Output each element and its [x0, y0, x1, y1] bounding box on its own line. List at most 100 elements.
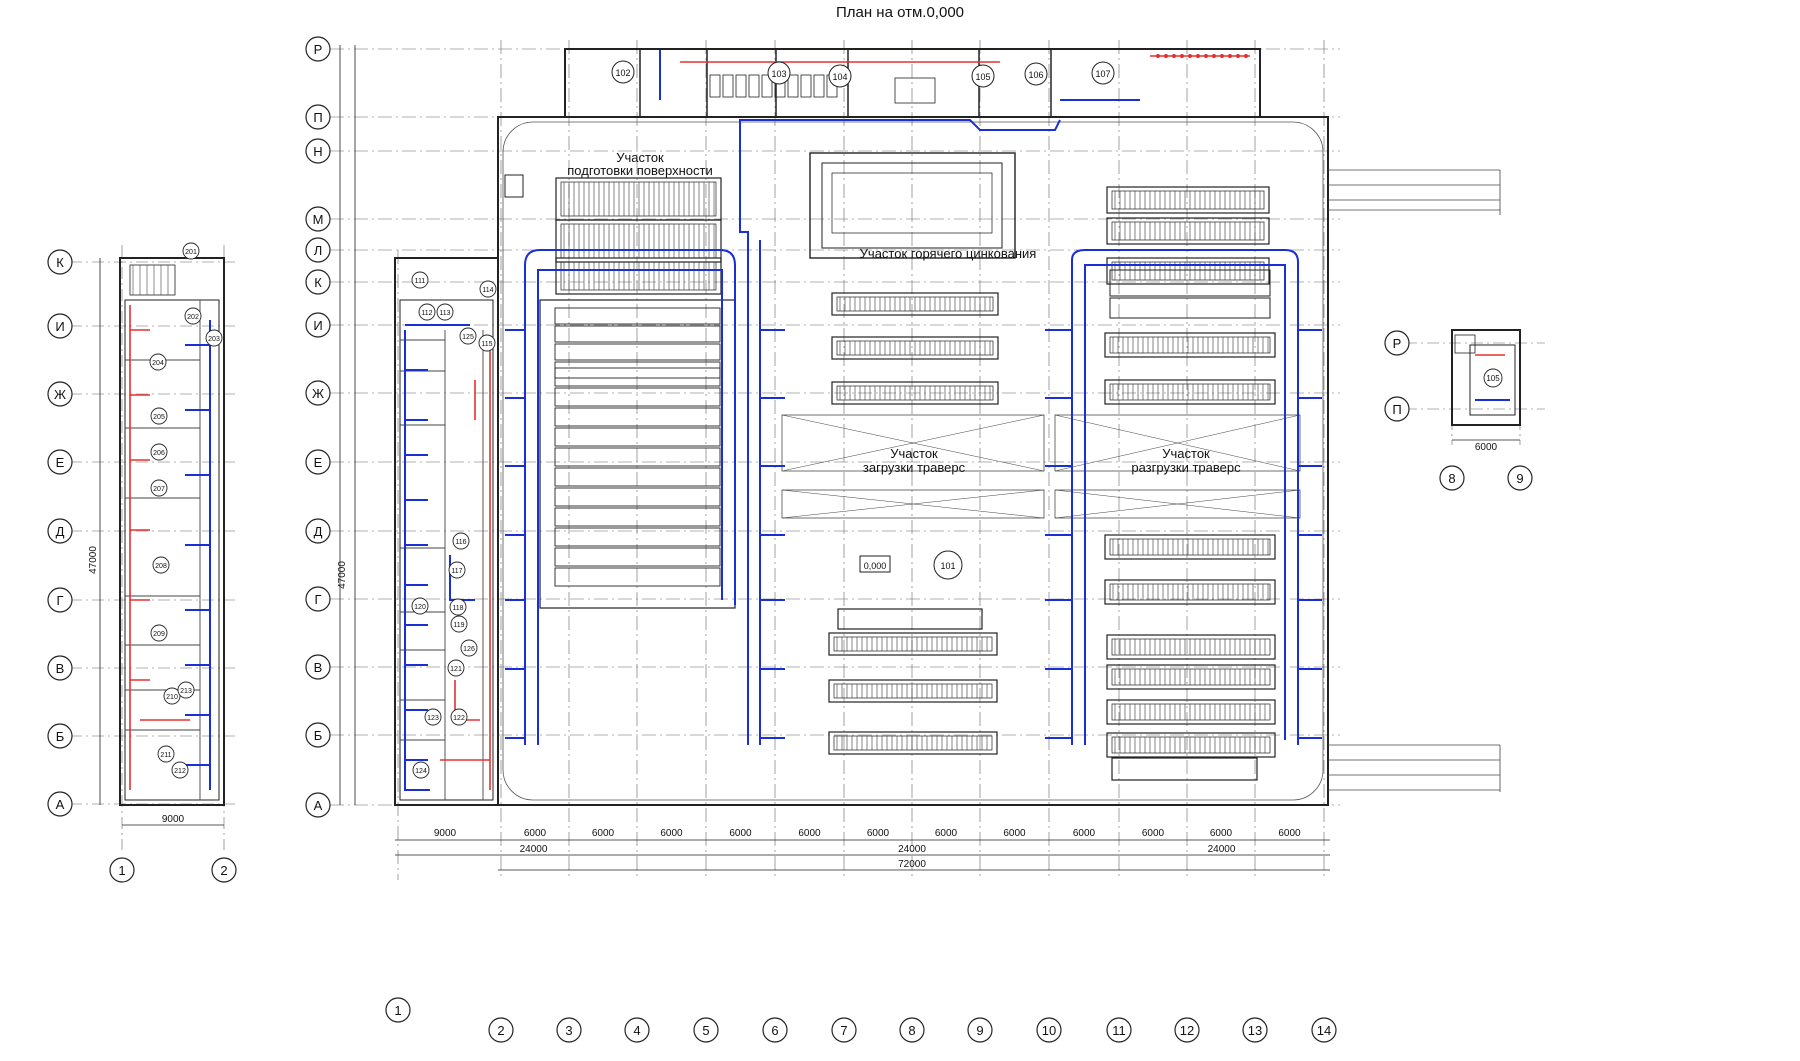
axis-left-row-6-label: Г: [56, 593, 63, 608]
axis-main-row-11-label: Г: [314, 592, 321, 607]
dim-bay-1: 6000: [524, 828, 547, 839]
dim-bay-3: 6000: [660, 828, 683, 839]
room-104-label: 104: [832, 72, 847, 82]
left-dim-width: 9000: [162, 814, 185, 825]
axis-right-col-1-label: 8: [1448, 471, 1455, 486]
room-circle-2: [611, 60, 635, 84]
dim-total-1: 24000: [520, 844, 548, 855]
pipe-fitting-4: [1188, 54, 1192, 58]
unload-rack-top-3: [1106, 257, 1270, 285]
axis-main-row-5-circle: [305, 237, 331, 263]
pipe-fitting-9: [1228, 54, 1232, 58]
annex-room-circle-117: [448, 561, 466, 579]
galv-area-outer: [809, 152, 1016, 259]
prep-rack-2: [555, 219, 722, 263]
elevation-label: 0,000: [864, 561, 887, 571]
right-room-label: 105: [1486, 374, 1500, 383]
annex-room-circle-113: [436, 303, 454, 321]
air-unit-5: [761, 74, 773, 98]
pipe-fitting-2: [1172, 54, 1176, 58]
left-room-205: 205: [153, 414, 165, 421]
galv-bath: [831, 172, 993, 234]
axis-main-row-3-label: Н: [313, 144, 322, 159]
axis-left-col-2-label: 2: [220, 863, 227, 878]
elevation-box: [859, 555, 891, 573]
left-room-201: 201: [185, 249, 197, 256]
axis-main-row-4-label: М: [313, 212, 324, 227]
load-rack-low-3-inner: [833, 735, 993, 751]
dim-main-total: 47000: [337, 561, 348, 589]
unload-rack-low-4: [1106, 732, 1276, 758]
unload-rack-2-inner: [1109, 383, 1271, 401]
unload-rack-low-3-inner: [1111, 703, 1271, 721]
axis-left-col-2-circle: [211, 857, 237, 883]
room-circle-7: [1091, 61, 1115, 85]
dim-bay-9: 6000: [1073, 828, 1096, 839]
room-105-label: 105: [975, 72, 990, 82]
unload-rack-top-2: [1106, 217, 1270, 245]
bath-3: [554, 407, 721, 427]
axis-main-row-5-label: Л: [314, 243, 323, 258]
dim-bay-6: 6000: [867, 828, 890, 839]
annex-room-125: 125: [462, 334, 474, 341]
room-107-label: 107: [1095, 69, 1110, 79]
unloading-zone-top: [1054, 414, 1301, 472]
unload-rack-1: [1104, 332, 1276, 358]
duct-annex-riser: [404, 330, 430, 791]
axis-main-row-13-circle: [305, 722, 331, 748]
prep-bath-2: [554, 325, 721, 343]
axis-right-row-2-circle: [1384, 396, 1410, 422]
annex-room-circle-114: [479, 280, 497, 298]
axis-main-col-6-circle: [831, 1017, 857, 1043]
pipe-fitting-7: [1212, 54, 1216, 58]
pipe-fitting-10: [1236, 54, 1240, 58]
axis-main-col-9-circle: [1036, 1017, 1062, 1043]
annex-room-116: 116: [455, 539, 466, 546]
bath-8: [554, 507, 721, 527]
loading-zone-bottom: [781, 489, 1045, 519]
grid-lines: [70, 40, 1545, 880]
room-circle-4: [828, 64, 852, 88]
cooling-station: [1111, 757, 1258, 781]
room-101-circle: [933, 550, 963, 580]
left-room-211: 211: [160, 752, 171, 759]
room-circle-5: [971, 64, 995, 88]
axis-main-col-8-circle: [967, 1017, 993, 1043]
axis-right-col-2-label: 9: [1516, 471, 1523, 486]
ventilation-ducts: [185, 50, 1510, 791]
axis-main-row-1-label: Р: [314, 42, 323, 57]
prep-bath-4: [554, 361, 721, 379]
axis-main-row-4-circle: [305, 206, 331, 232]
axis-left-row-2-label: И: [55, 319, 64, 334]
air-unit-1: [709, 74, 721, 98]
axis-main-col-13-circle: [1311, 1017, 1337, 1043]
area-unloading-2: разгрузки траверс: [1131, 460, 1241, 475]
duct-loop-unload-inner: [1084, 264, 1286, 745]
load-rack-low-2-inner: [833, 683, 993, 699]
annex-outer: [394, 257, 499, 806]
unload-rack-low-2-inner: [1111, 668, 1271, 686]
axis-left-row-7-circle: [47, 655, 73, 681]
air-unit-4: [748, 74, 760, 98]
axis-main-col-12-label: 13: [1248, 1023, 1262, 1038]
axis-main-col-11-label: 12: [1180, 1023, 1194, 1038]
left-building-inner: [124, 299, 220, 801]
bath-6: [554, 467, 721, 487]
air-unit-7: [787, 74, 799, 98]
pipe-fitting-8: [1220, 54, 1224, 58]
axis-main-row-9-circle: [305, 449, 331, 475]
dim-bay-11: 6000: [1210, 828, 1233, 839]
axis-main-col-10-label: 11: [1112, 1023, 1126, 1038]
annex-room-circle-124: [412, 761, 430, 779]
left-room-circle-204: [149, 353, 167, 371]
loading-zone-top: [781, 414, 1045, 472]
equipment: [129, 74, 1476, 781]
unload-rack-top-2-inner: [1111, 221, 1265, 241]
unload-rack-top-3-inner: [1111, 261, 1265, 281]
axis-main-row-14-circle: [305, 792, 331, 818]
axis-main-col-6-label: 7: [840, 1023, 847, 1038]
prep-rack-3: [555, 257, 722, 295]
annex-room-circle-126: [460, 639, 478, 657]
